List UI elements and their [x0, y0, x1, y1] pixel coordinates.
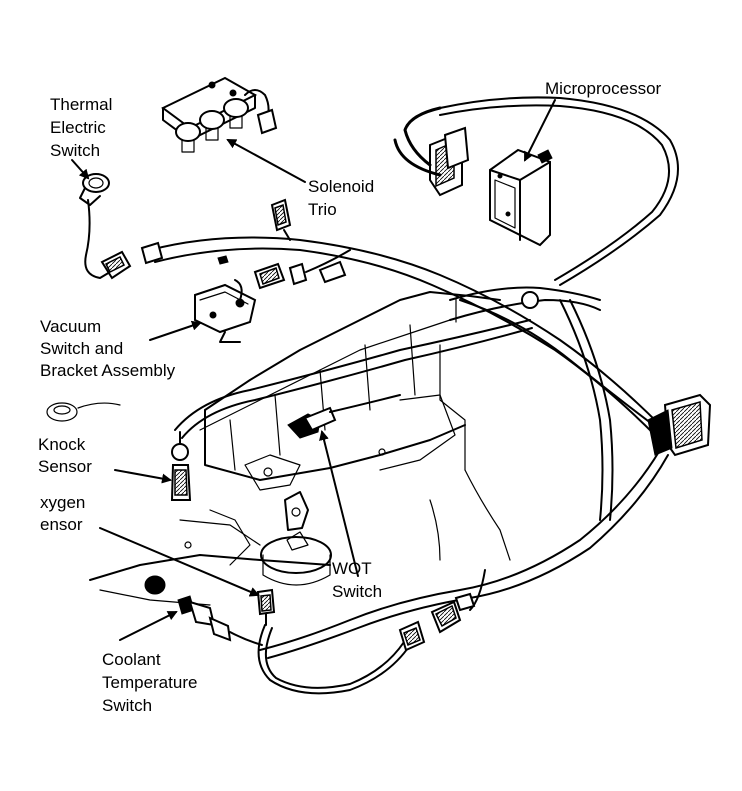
microprocessor-label: Microprocessor: [545, 79, 662, 98]
leader-arrows: [71, 99, 556, 641]
vacuum-label-line3: Bracket Assembly: [40, 361, 176, 380]
harness-connectors: [140, 198, 347, 284]
vacuum-label-line1: Vacuum: [40, 317, 101, 336]
vacuum-switch-bracket: [194, 249, 351, 343]
thermal-electric-switch: [79, 173, 132, 280]
engine-block: [89, 291, 511, 606]
microprocessor-module: [393, 96, 679, 286]
oxygen-sensor: [256, 588, 276, 626]
oxygen-label-line1: xygen: [40, 493, 85, 512]
solenoid-label-line1: Solenoid: [308, 177, 374, 196]
coolant-label-line2: Temperature: [102, 673, 197, 692]
wot-switch: [287, 394, 401, 439]
labels: Thermal Electric Switch Solenoid Trio Mi…: [38, 79, 662, 715]
oxygen-label-line2: ensor: [40, 515, 83, 534]
coolant-label-line3: Switch: [102, 696, 152, 715]
thermal-label-line3: Switch: [50, 141, 100, 160]
oxygen-harness-connectors: [398, 592, 476, 652]
coolant-temperature-switch: [177, 595, 263, 646]
wiring-harness: [149, 236, 669, 695]
solenoid-label-line2: Trio: [308, 200, 337, 219]
vacuum-label-line2: Switch and: [40, 339, 123, 358]
thermal-label-line1: Thermal: [50, 95, 112, 114]
knock-label-line1: Knock: [38, 435, 86, 454]
wot-label-line1: WOT: [332, 559, 372, 578]
solenoid-trio: [161, 76, 278, 153]
knock-sensor: [46, 402, 192, 501]
knock-label-line2: Sensor: [38, 457, 92, 476]
firewall-connector: [647, 393, 712, 457]
thermal-label-line2: Electric: [50, 118, 106, 137]
wot-label-line2: Switch: [332, 582, 382, 601]
coolant-label-line1: Coolant: [102, 650, 161, 669]
